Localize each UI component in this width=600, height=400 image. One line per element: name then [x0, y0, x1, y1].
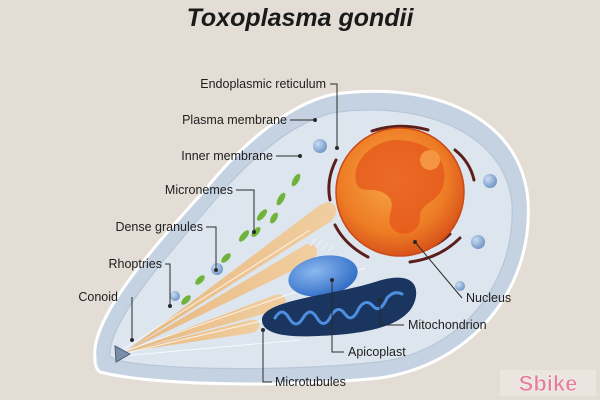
label-conoid: Conoid: [78, 290, 118, 304]
label-inner-membrane: Inner membrane: [181, 149, 273, 163]
watermark: Sbike: [500, 370, 596, 396]
watermark-text: Sbike: [519, 371, 578, 396]
label-dense-granules: Dense granules: [115, 220, 203, 234]
label-mitochondrion: Mitochondrion: [408, 318, 487, 332]
leader-lines: [130, 83, 463, 383]
conoid: [114, 345, 132, 363]
label-nucleus: Nucleus: [466, 291, 511, 305]
label-micronemes: Micronemes: [165, 183, 233, 197]
label-microtubules: Microtubules: [275, 375, 346, 389]
label-endoplasmic-reticulum: Endoplasmic reticulum: [200, 77, 326, 91]
diagram-title: Toxoplasma gondii: [187, 4, 415, 32]
label-apicoplast: Apicoplast: [348, 345, 406, 359]
micronemes: [181, 173, 301, 305]
apicoplast: [288, 237, 358, 297]
nucleus: [335, 127, 465, 257]
labels: Endoplasmic reticulum Plasma membrane In…: [78, 77, 511, 389]
label-rhoptries: Rhoptries: [109, 257, 163, 271]
label-plasma-membrane: Plasma membrane: [182, 113, 287, 127]
granules: [170, 139, 497, 301]
